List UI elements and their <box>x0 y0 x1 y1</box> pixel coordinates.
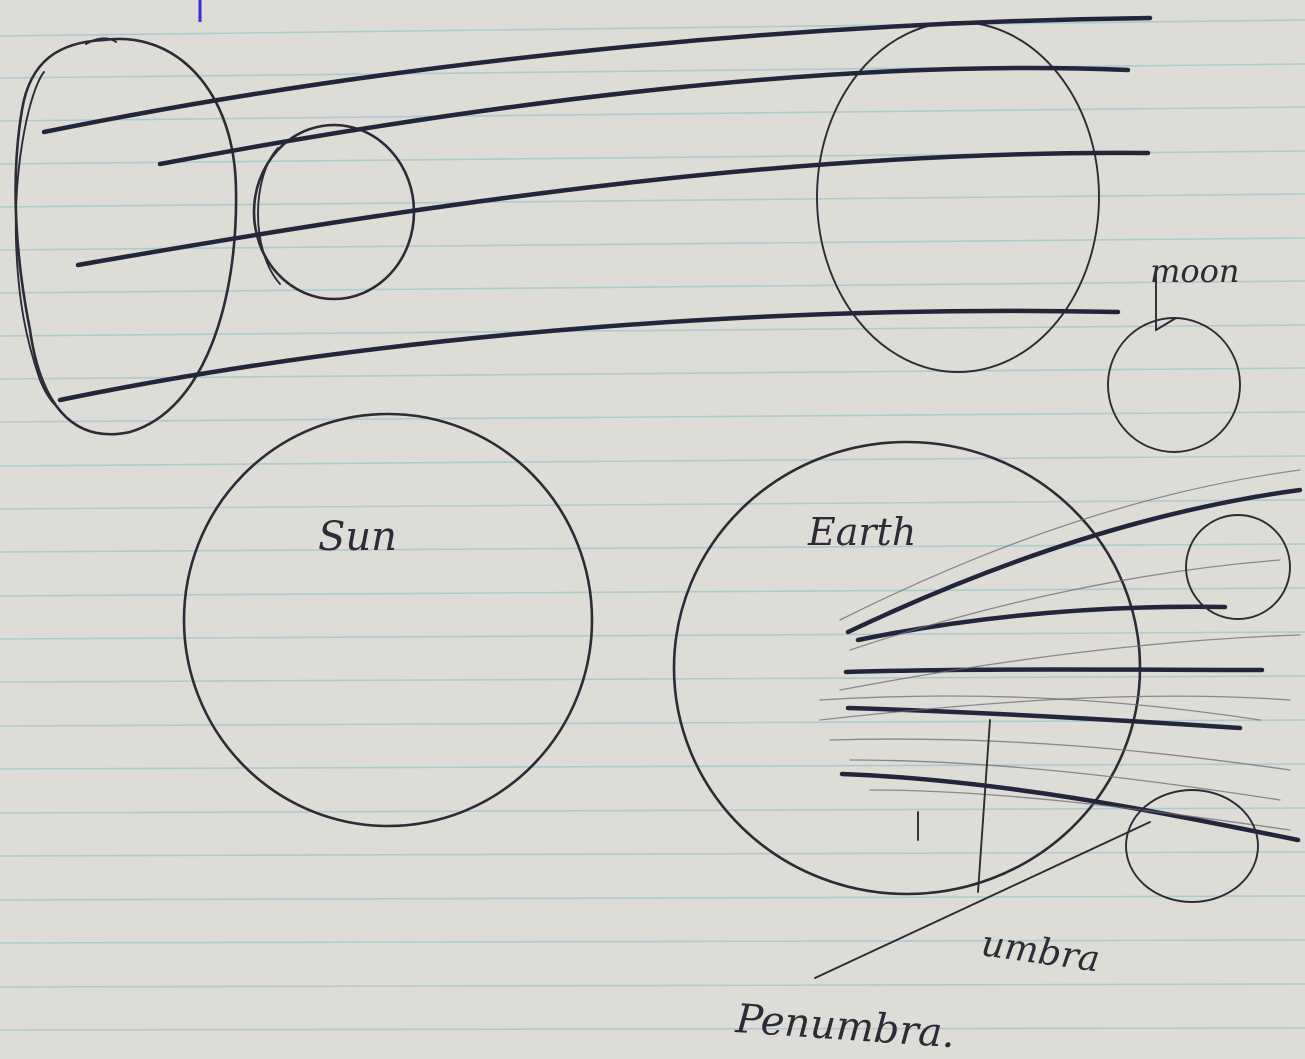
top-small-moon-circle <box>1108 318 1240 452</box>
moon-upper-circle <box>1186 515 1290 619</box>
top-diagram <box>16 18 1240 452</box>
penumbra-label: Penumbra. <box>733 996 956 1057</box>
moon-label: moon <box>1150 252 1239 290</box>
sun-circle <box>184 414 592 826</box>
bottom-diagram <box>184 414 1300 978</box>
top-moon-circle <box>254 125 414 299</box>
sun-label: Sun <box>318 514 397 560</box>
umbra-pointer <box>978 720 990 892</box>
umbra-label: umbra <box>979 923 1103 980</box>
earth-label: Earth <box>807 510 916 554</box>
moon-lower-circle <box>1126 790 1258 902</box>
ray-2 <box>160 68 1128 164</box>
ruled-lines <box>0 20 1305 1030</box>
